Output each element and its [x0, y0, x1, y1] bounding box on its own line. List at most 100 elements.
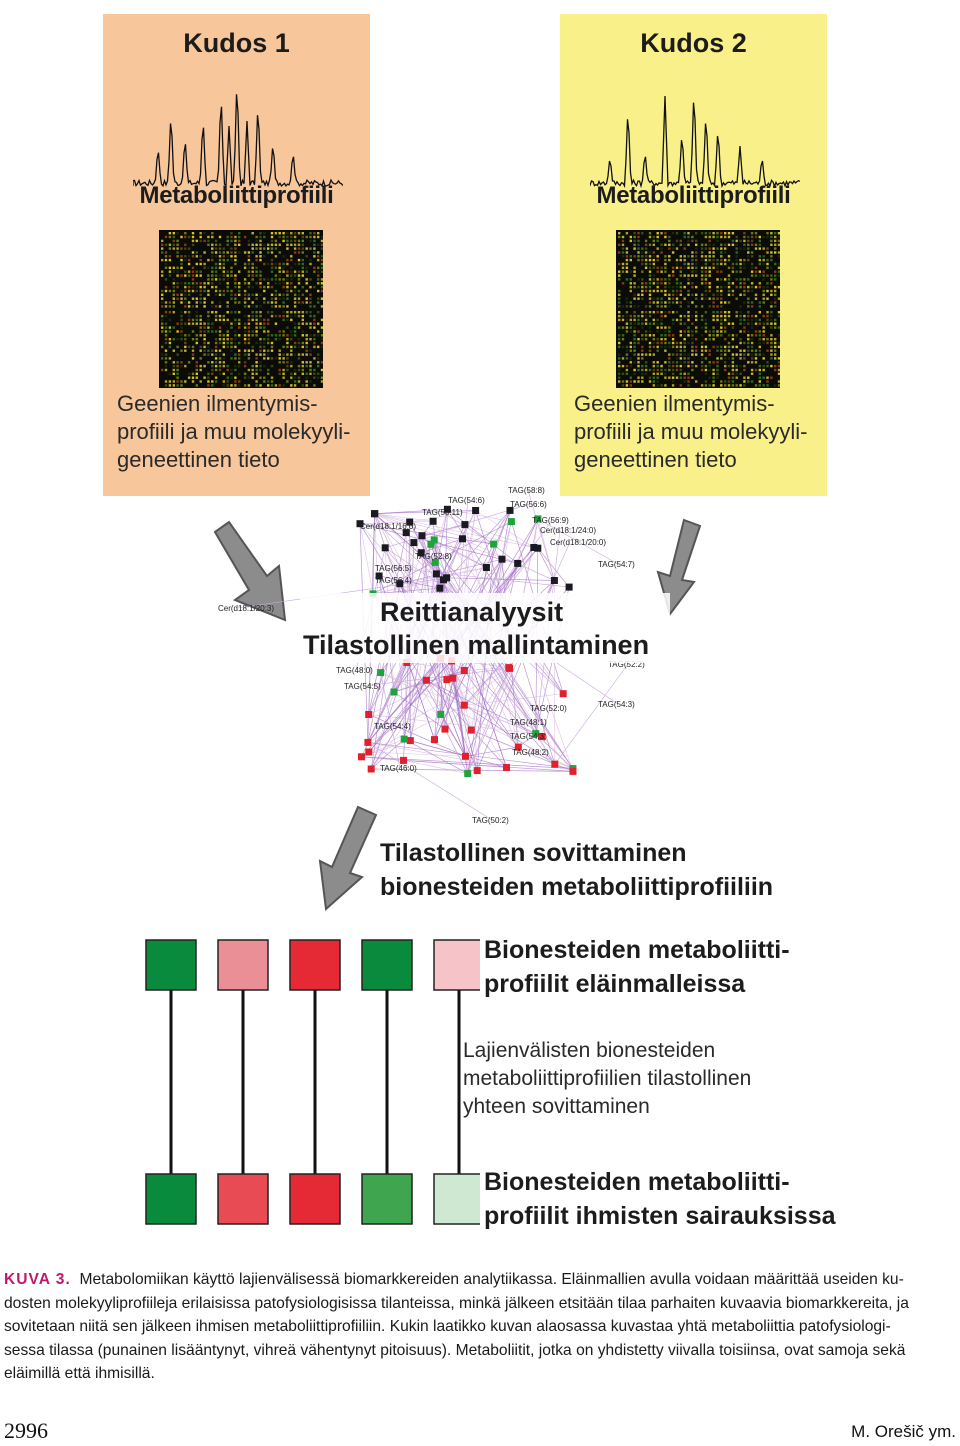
- array-spot: [700, 326, 704, 329]
- array-spot: [214, 251, 218, 254]
- array-spot: [747, 258, 750, 262]
- array-spot: [191, 322, 195, 325]
- array-spot: [172, 364, 175, 368]
- array-spot: [222, 384, 225, 387]
- array-spot: [691, 322, 694, 325]
- array-spot: [664, 278, 667, 281]
- array-spot: [704, 372, 708, 375]
- network-node: [381, 544, 389, 552]
- array-spot: [191, 274, 195, 277]
- array-spot: [727, 357, 731, 360]
- array-spot: [222, 266, 225, 269]
- array-spot: [211, 361, 214, 364]
- array-spot: [774, 318, 777, 322]
- array-spot: [263, 243, 266, 246]
- array-spot: [660, 326, 663, 329]
- array-spot: [290, 270, 293, 273]
- array-spot: [648, 282, 652, 285]
- array-spot: [222, 322, 225, 325]
- caption-line: sovitetaan niitä sen jälkeen ihmisen met…: [4, 1318, 891, 1335]
- network-edge: [486, 510, 511, 568]
- array-spot: [309, 380, 312, 383]
- array-spot: [777, 274, 780, 277]
- array-spot: [656, 322, 659, 325]
- array-spot: [720, 314, 723, 318]
- array-spot: [317, 311, 320, 314]
- array-spot: [724, 258, 727, 262]
- array-spot: [774, 251, 777, 254]
- array-spot: [320, 376, 323, 379]
- array-spot: [164, 326, 168, 329]
- array-spot: [770, 251, 773, 254]
- network-edge: [380, 672, 401, 769]
- array-spot: [203, 334, 206, 337]
- array-spot: [207, 318, 210, 322]
- array-spot: [282, 361, 285, 364]
- array-spot: [641, 262, 644, 266]
- array-spot: [724, 345, 727, 349]
- array-spot: [731, 262, 735, 266]
- array-spot: [251, 285, 254, 289]
- array-spot: [735, 376, 738, 379]
- array-spot: [743, 341, 746, 345]
- metabolite-spectrum-2: [590, 95, 800, 189]
- array-spot: [683, 232, 686, 235]
- array-spot: [708, 364, 711, 368]
- array-spot: [218, 258, 222, 262]
- array-spot: [199, 274, 202, 277]
- array-spot: [263, 353, 266, 356]
- network-edge: [361, 756, 573, 769]
- array-spot: [633, 247, 636, 250]
- array-spot: [618, 361, 621, 364]
- array-spot: [708, 384, 711, 387]
- array-spot: [320, 289, 323, 293]
- array-spot: [309, 322, 312, 325]
- array-spot: [168, 289, 172, 293]
- array-spot: [255, 266, 258, 269]
- array-spot: [247, 274, 251, 277]
- array-spot: [255, 311, 258, 314]
- array-spot: [255, 341, 258, 345]
- array-spot: [687, 314, 690, 318]
- array-spot: [743, 243, 746, 246]
- array-spot: [297, 376, 301, 379]
- array-spot: [226, 278, 229, 281]
- array-spot: [652, 338, 655, 341]
- array-spot: [267, 311, 270, 314]
- array-spot: [770, 301, 773, 304]
- array-spot: [641, 368, 644, 372]
- array-spot: [743, 364, 746, 368]
- array-spot: [187, 262, 191, 266]
- array-spot: [161, 243, 164, 246]
- array-spot: [679, 361, 682, 364]
- array-spot: [747, 305, 750, 308]
- array-spot: [184, 338, 187, 341]
- array-spot: [754, 235, 758, 239]
- network-node: [364, 738, 372, 746]
- array-spot: [625, 384, 629, 387]
- array-spot: [274, 232, 278, 235]
- array-spot: [263, 376, 266, 379]
- array-spot: [679, 322, 682, 325]
- array-spot: [679, 270, 682, 273]
- array-spot: [762, 262, 765, 266]
- array-spot: [747, 330, 750, 333]
- array-spot: [286, 239, 289, 243]
- array-spot: [683, 380, 686, 383]
- array-spot: [251, 345, 254, 349]
- array-spot: [777, 357, 780, 360]
- array-spot: [712, 376, 715, 379]
- array-spot: [675, 232, 679, 235]
- array-spot: [735, 251, 738, 254]
- array-spot: [691, 293, 694, 296]
- array-spot: [226, 243, 229, 246]
- array-spot: [263, 322, 266, 325]
- array-spot: [712, 372, 715, 375]
- array-spot: [259, 322, 262, 325]
- array-spot: [199, 232, 202, 235]
- array-spot: [762, 270, 765, 273]
- array-spot: [641, 318, 644, 322]
- array-spot: [187, 318, 191, 322]
- array-spot: [777, 372, 780, 375]
- array-spot: [164, 251, 168, 254]
